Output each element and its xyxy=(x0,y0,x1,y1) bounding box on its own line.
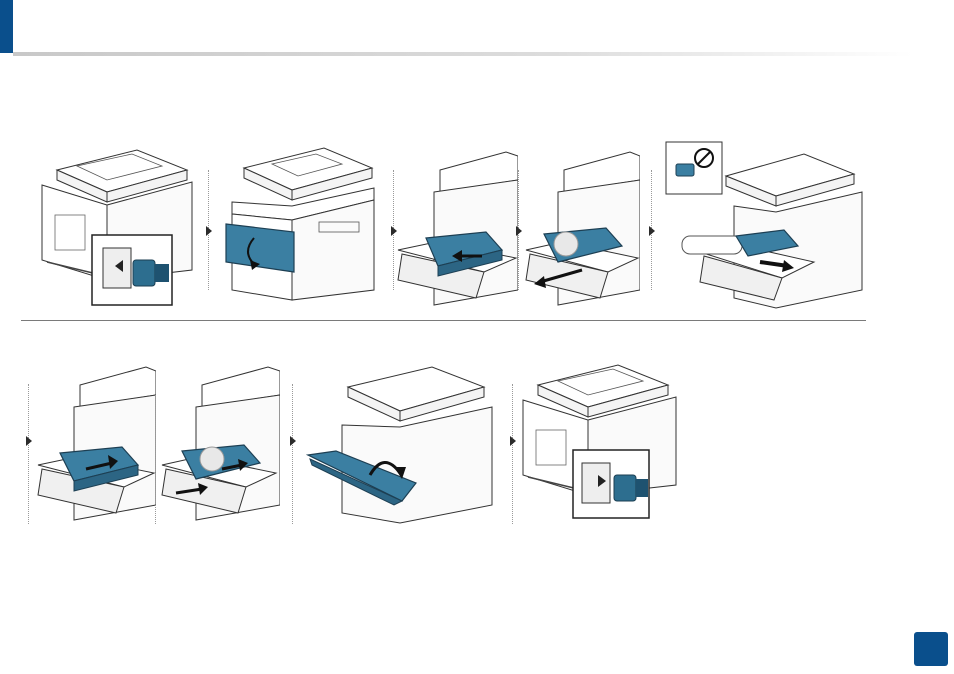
next-step-arrow-icon xyxy=(510,436,516,446)
step-4-pull-cartridge-out-illustration xyxy=(522,140,640,312)
header-accent-tab xyxy=(0,0,13,53)
step-6-insert-toner-cartridge-illustration xyxy=(36,355,156,527)
page-number-badge xyxy=(914,632,948,666)
step-8-close-front-cover-illustration xyxy=(306,355,496,527)
next-step-arrow-icon xyxy=(26,436,32,446)
step-separator xyxy=(512,384,513,524)
next-step-arrow-icon xyxy=(206,226,212,236)
step-1-unplug-power-cord-illustration xyxy=(37,140,203,310)
step-2-open-front-cover-illustration xyxy=(224,140,384,312)
step-separator xyxy=(292,384,293,524)
step-9-plug-in-power-cord-illustration xyxy=(518,355,684,525)
step-5-do-not-touch-drum-illustration xyxy=(664,140,864,312)
step-3-remove-toner-cartridge-illustration xyxy=(396,140,518,312)
row-divider xyxy=(21,320,866,321)
next-step-arrow-icon xyxy=(290,436,296,446)
next-step-arrow-icon xyxy=(649,226,655,236)
step-7-push-cartridge-in-illustration xyxy=(156,355,280,527)
step-separator xyxy=(28,384,29,524)
header-rule xyxy=(13,52,913,56)
